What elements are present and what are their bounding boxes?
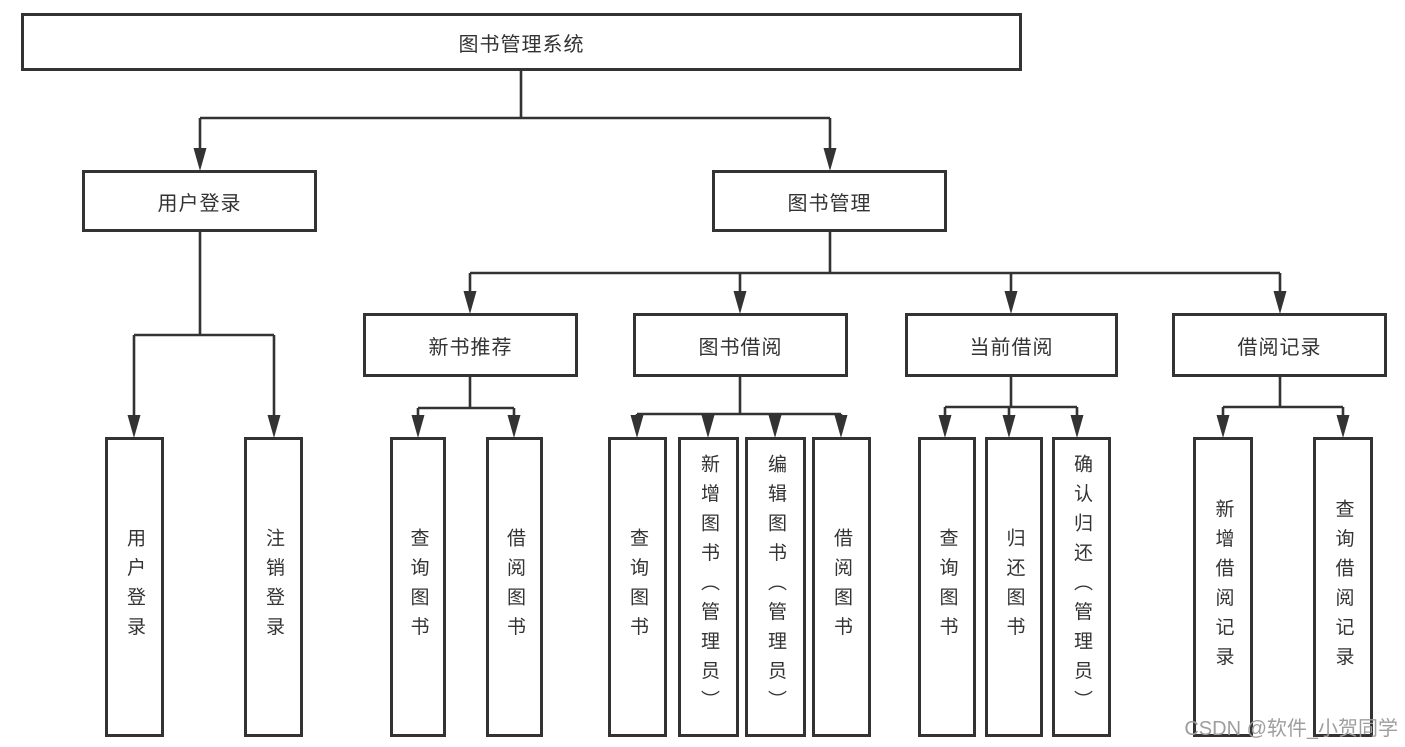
node-label: 新增借阅记录 xyxy=(1212,498,1234,676)
node-label: 借阅图书 xyxy=(831,528,852,646)
node-label: 注销登录 xyxy=(263,528,284,646)
arrowheads xyxy=(127,148,1350,438)
node-label: 确认归还（管理员） xyxy=(1071,454,1092,720)
node-label: 编辑图书（管理员） xyxy=(765,454,786,720)
node-label: 查询图书 xyxy=(936,528,958,646)
node-label: 当前借阅 xyxy=(969,336,1054,359)
node-new-book-recommend: 新书推荐 xyxy=(363,313,578,377)
node-label: 借阅记录 xyxy=(1237,336,1322,359)
node-borrow-records: 借阅记录 xyxy=(1172,313,1387,377)
leaf-query-books-recommend: 查询图书 xyxy=(390,437,446,737)
node-label: 查询图书 xyxy=(627,528,648,646)
leaf-add-borrow-record: 新增借阅记录 xyxy=(1193,437,1253,737)
node-book-management: 图书管理 xyxy=(712,170,947,232)
leaf-borrow-books: 借阅图书 xyxy=(812,437,871,737)
leaf-query-books-current: 查询图书 xyxy=(918,437,976,737)
leaf-query-borrow-record: 查询借阅记录 xyxy=(1313,437,1373,737)
node-label: 借阅图书 xyxy=(504,528,525,646)
node-label: 查询借阅记录 xyxy=(1332,498,1354,676)
node-label: 图书管理系统 xyxy=(458,33,585,56)
node-label: 新书推荐 xyxy=(428,336,513,359)
node-current-borrow: 当前借阅 xyxy=(905,313,1118,377)
node-label: 图书借阅 xyxy=(698,336,783,359)
node-label: 图书管理 xyxy=(787,192,872,215)
node-label: 用户登录 xyxy=(157,192,242,215)
node-book-borrow: 图书借阅 xyxy=(633,313,848,377)
leaf-user-login: 用户登录 xyxy=(105,437,164,737)
leaf-logout: 注销登录 xyxy=(244,437,303,737)
leaf-confirm-return-admin: 确认归还（管理员） xyxy=(1052,437,1111,737)
node-library-management-system: 图书管理系统 xyxy=(21,13,1022,71)
leaf-add-books-admin: 新增图书（管理员） xyxy=(678,437,739,737)
node-label: 查询图书 xyxy=(407,528,429,646)
leaf-query-books-borrow: 查询图书 xyxy=(608,437,667,737)
node-label: 归还图书 xyxy=(1003,528,1025,646)
leaf-return-books: 归还图书 xyxy=(985,437,1043,737)
node-user-login: 用户登录 xyxy=(82,170,317,232)
leaf-borrow-books-recommend: 借阅图书 xyxy=(486,437,543,737)
leaf-edit-books-admin: 编辑图书（管理员） xyxy=(745,437,806,737)
node-label: 新增图书（管理员） xyxy=(698,454,719,720)
csdn-watermark: CSDN @软件_小贺同学 xyxy=(1184,718,1398,740)
node-label: 用户登录 xyxy=(124,528,145,646)
